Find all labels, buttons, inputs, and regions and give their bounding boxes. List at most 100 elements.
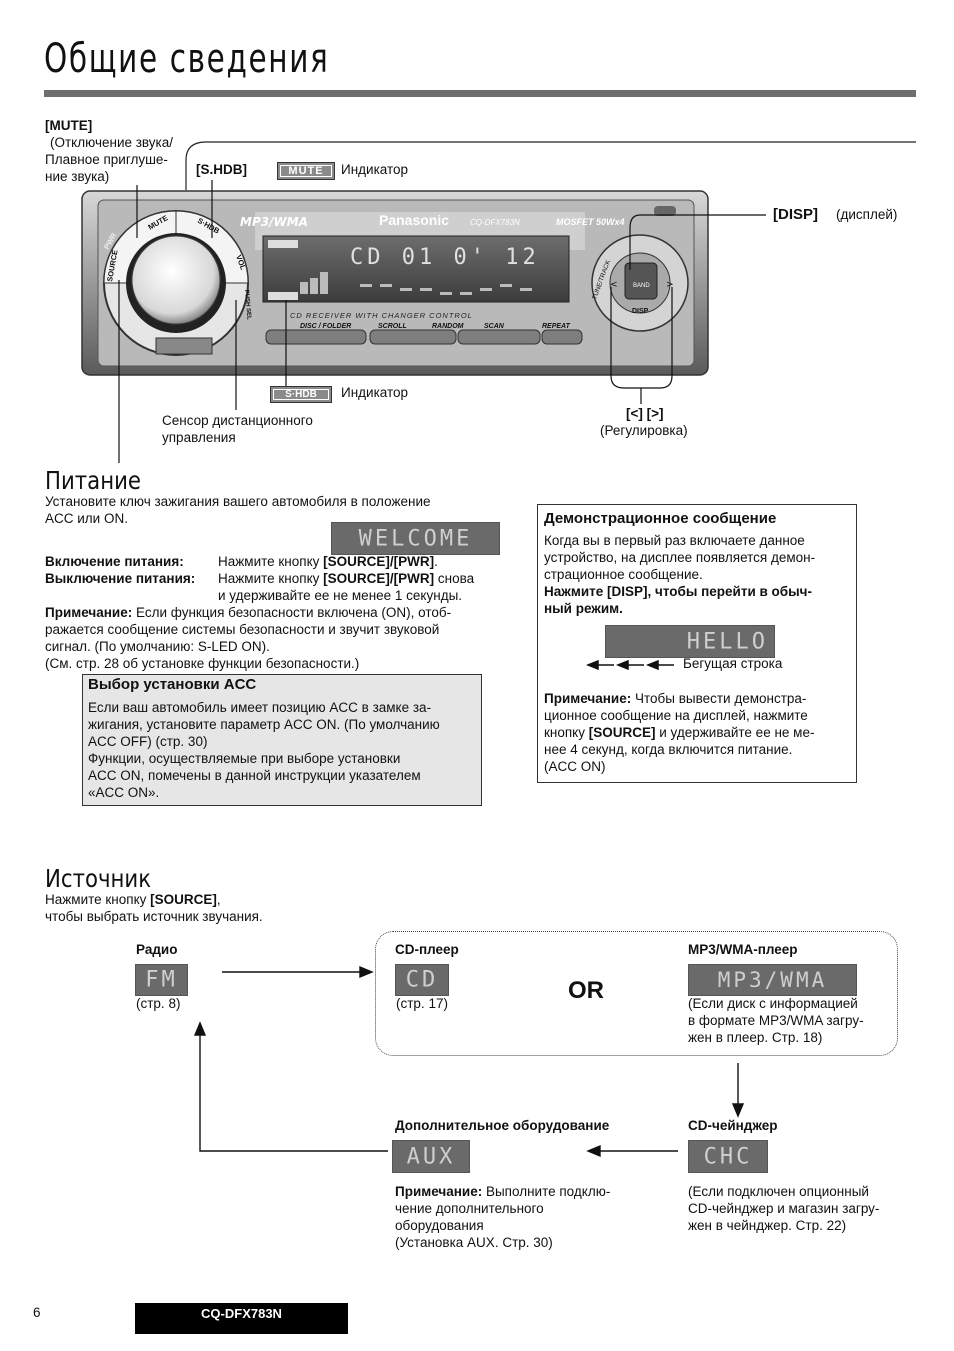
svg-text:<: < [610, 280, 618, 290]
model-logo: CQ-DFX783N [470, 218, 520, 227]
power-on-text: Нажмите кнопку [SOURCE]/[PWR]. [218, 554, 438, 569]
acc-line-1: Если ваш автомобиль имеет позицию ACC в … [88, 700, 432, 715]
scroll-label: Бегущая строка [683, 656, 783, 671]
power-on-label: Включение питания: [45, 554, 184, 569]
source-heading: Источник [45, 864, 152, 893]
changer-ref-2: CD-чейнджер и магазин загру- [688, 1201, 880, 1216]
band-key: BAND [633, 283, 650, 289]
mute-badge: MUTE [277, 162, 335, 180]
or-label: OR [568, 977, 604, 1004]
demo-box: Демонстрационное сообщение Когда вы в пе… [537, 504, 857, 783]
sensor-label-1: Сенсор дистанционного [162, 413, 313, 428]
adjust-label: [<] [>] [626, 406, 664, 421]
power-intro-1: Установите ключ зажигания вашего автомоб… [45, 494, 431, 509]
mute-desc-1: (Отключение звука/ [50, 135, 174, 150]
power-note-3: сигнал. (По умолчанию: S-LED ON). [45, 639, 270, 654]
aux-label: Дополнительное оборудование [395, 1118, 610, 1133]
mp3-ref-3: жен в плеер. Стр. 18) [688, 1030, 823, 1045]
changer-label: CD-чейнджер [688, 1118, 778, 1133]
demo-heading: Демонстрационное сообщение [544, 510, 777, 527]
hello-lcd: HELLO [605, 625, 775, 658]
welcome-lcd: WELCOME [331, 522, 500, 555]
power-off-text-2: и удерживайте ее не менее 1 секунды. [218, 588, 463, 603]
aux-note-2: чение дополнительного [395, 1201, 544, 1216]
shdb-badge: S·HDB [270, 386, 332, 403]
knob-label-pushsel: PUSH SEL [243, 290, 252, 321]
acc-line-5: ACC ON, помечены в данной инструкции ука… [88, 768, 421, 783]
mute-label: [MUTE] [45, 118, 93, 133]
changer-lcd: CHC [688, 1140, 768, 1173]
unit-display [262, 235, 570, 303]
demo-line-1: Когда вы в первый раз включаете данное [544, 533, 805, 548]
adjust-desc: (Регулировка) [600, 423, 688, 438]
sensor-label-2: управления [162, 430, 236, 445]
demo-note-3: кнопку [SOURCE] и удерживайте ее не ме- [544, 725, 815, 740]
page-number: 6 [33, 1305, 41, 1320]
acc-line-2: жигания, установите параметр ACC ON. (По… [88, 717, 440, 732]
cd-group-box [375, 931, 898, 1056]
demo-bold-1: Нажмите [DISP], чтобы перейти в обыч- [544, 584, 812, 599]
mp3-ref-1: (Если диск с информацией [688, 996, 858, 1011]
aux-note-1: Примечание: Выполните подклю- [395, 1184, 611, 1199]
power-off-text: Нажмите кнопку [SOURCE]/[PWR] снова [218, 571, 475, 586]
preset-disc-folder: DISC / FOLDER [300, 323, 351, 330]
mute-indicator-label: Индикатор [341, 162, 409, 177]
shdb-indicator-label: Индикатор [341, 385, 409, 400]
radio-lcd: FM [135, 964, 188, 996]
acc-line-3: ACC OFF) (стр. 30) [88, 734, 208, 749]
radio-ref: (стр. 8) [136, 996, 181, 1011]
power-note-1: Примечание: Если функция безопасности вк… [45, 605, 452, 620]
acc-box: Выбор установки ACC Если ваш автомобиль … [82, 674, 482, 806]
cd-label: CD-плеер [395, 942, 459, 957]
demo-note-1: Примечание: Чтобы вывести демонстра- [544, 691, 807, 706]
footer-model-bar: CQ-DFX783N [135, 1303, 348, 1334]
acc-line-4: Функции, осуществляемые при выборе устан… [88, 751, 401, 766]
demo-note-2: ционное сообщение на дисплей, нажмите [544, 708, 808, 723]
mp3-ref-2: в формате MP3/WMA загру- [688, 1013, 864, 1028]
demo-line-3: страционное сообщение. [544, 567, 703, 582]
shdb-label: [S.HDB] [196, 162, 247, 177]
demo-note-4: нее 4 секунд, когда включится питание. [544, 742, 793, 757]
acc-heading: Выбор установки ACC [88, 676, 257, 693]
changer-ref-3: жен в чейнджер. Стр. 22) [688, 1218, 847, 1233]
mp3-logo: MP3/WMA [240, 215, 308, 229]
scroll-arrows-icon [586, 659, 674, 671]
power-intro-2: ACC или ON. [45, 511, 128, 526]
preset-scan: SCAN [484, 323, 505, 330]
power-off-label: Выключение питания: [45, 571, 196, 586]
arrow-aux-to-radio [199, 1033, 388, 1152]
source-intro-2: чтобы выбрать источник звучания. [45, 909, 263, 924]
changer-ref-1: (Если подключен опционный [688, 1184, 869, 1199]
svg-text:>: > [666, 280, 674, 290]
volume-knob [131, 235, 221, 325]
acc-line-6: «ACC ON». [88, 785, 160, 800]
preset-repeat: REPEAT [542, 323, 571, 330]
power-note-4: (См. стр. 28 об установке функции безопа… [45, 656, 360, 671]
unit-display-text: CD 01 0' 12 [350, 245, 540, 270]
page-title: Общие сведения [44, 36, 330, 82]
aux-lcd: AUX [392, 1140, 470, 1173]
preset-random: RANDOM [432, 323, 464, 330]
flow-arrows [193, 965, 745, 1158]
source-intro-1: Нажмите кнопку [SOURCE], [45, 892, 221, 907]
demo-bold-2: ный режим. [544, 601, 623, 616]
radio-label: Радио [136, 942, 178, 957]
mute-desc-3: ние звука) [45, 169, 110, 184]
cd-lcd: CD [395, 964, 449, 996]
mp3-label: MP3/WMA-плеер [688, 942, 798, 957]
aux-note-3: оборудования [395, 1218, 484, 1233]
device-diagram: CD 01 0' 12 MP3/WMA Panasonic CQ-DFX783N… [81, 141, 916, 463]
mosfet-logo: MOSFET 50Wx4 [556, 217, 625, 227]
preset-scroll: SCROLL [378, 323, 407, 330]
disp-key: DISP [632, 308, 649, 315]
title-rule [44, 90, 916, 97]
unit-caption: CD RECEIVER WITH CHANGER CONTROL [290, 311, 473, 320]
demo-note-5: (ACC ON) [544, 759, 606, 774]
disp-desc: (дисплей) [836, 207, 898, 222]
mp3-lcd: MP3/WMA [688, 964, 857, 996]
brand-logo: Panasonic [379, 212, 449, 228]
aux-note-4: (Установка AUX. Стр. 30) [395, 1235, 553, 1250]
cd-ref: (стр. 17) [396, 996, 448, 1011]
power-note-2: ражается сообщение системы безопасности … [45, 622, 440, 637]
power-heading: Питание [45, 466, 141, 495]
